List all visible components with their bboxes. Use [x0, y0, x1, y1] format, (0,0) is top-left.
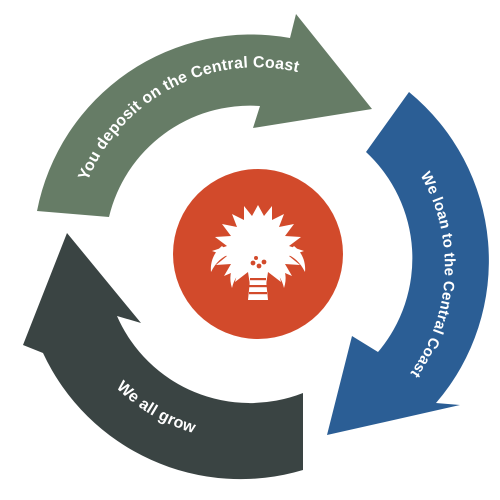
deposit-arrow	[37, 14, 372, 217]
loan-arrow	[327, 92, 489, 435]
grow-arrow	[23, 233, 303, 480]
palm-tree-icon	[210, 205, 306, 300]
